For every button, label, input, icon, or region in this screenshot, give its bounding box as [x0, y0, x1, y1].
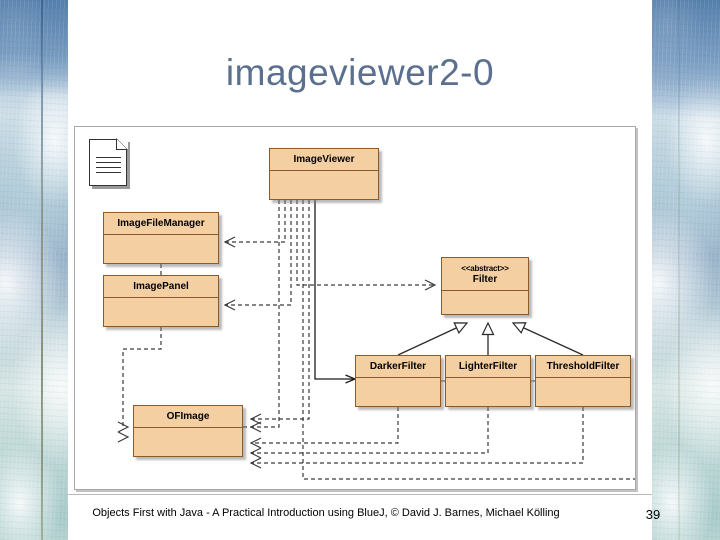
watercolor-top-shade-left: [0, 0, 68, 96]
decorative-right-border: [652, 0, 720, 540]
note-text-line: [96, 172, 121, 173]
note-text-line: [96, 162, 121, 163]
slide-title: imageviewer2-0: [225, 52, 495, 93]
paper-grain-right: [652, 0, 720, 540]
footer-credit: Objects First with Java - A Practical In…: [92, 507, 560, 519]
watercolor-top-shade-right: [652, 0, 720, 120]
page-number: 39: [645, 507, 661, 522]
vertical-streak-left: [41, 0, 43, 540]
footer-divider: [68, 494, 652, 495]
connectors-svg: [117, 200, 635, 480]
document-note-icon: [89, 138, 133, 191]
decorative-left-border: [0, 0, 68, 540]
uml-stereotype-label: <<abstract>>: [461, 264, 509, 273]
uml-class-title: ImagePanel: [104, 276, 218, 298]
uml-class-name-label: Filter: [472, 274, 498, 285]
uml-class-image-viewer[interactable]: ImageViewer: [269, 148, 379, 200]
note-text-line: [96, 167, 121, 168]
relationship-connector-layer: [75, 127, 635, 489]
uml-class-darker-filter[interactable]: DarkerFilter: [355, 355, 441, 407]
uml-class-lighter-filter[interactable]: LighterFilter: [445, 355, 531, 407]
uml-class-title: ImageFileManager: [104, 213, 218, 235]
uml-class-filter[interactable]: <<abstract>> Filter: [441, 257, 529, 315]
note-sheet: [89, 138, 128, 186]
vertical-streak-right: [678, 0, 680, 540]
uml-class-title: ImageViewer: [270, 149, 378, 171]
note-folded-corner: [116, 138, 128, 150]
paper-grain-left: [0, 0, 68, 540]
uml-class-ofimage[interactable]: OFImage: [133, 405, 243, 457]
uml-diagram-panel: ImageViewer ImageFileManager ImagePanel …: [74, 126, 636, 490]
uml-class-image-panel[interactable]: ImagePanel: [103, 275, 219, 327]
uml-class-title: ThresholdFilter: [536, 356, 630, 378]
uml-class-image-file-manager[interactable]: ImageFileManager: [103, 212, 219, 264]
uml-class-title: LighterFilter: [446, 356, 530, 378]
uml-class-title: <<abstract>> Filter: [442, 258, 528, 291]
note-text-line: [96, 157, 121, 158]
uml-class-threshold-filter[interactable]: ThresholdFilter: [535, 355, 631, 407]
uml-class-title: DarkerFilter: [356, 356, 440, 378]
uml-class-title: OFImage: [134, 406, 242, 428]
